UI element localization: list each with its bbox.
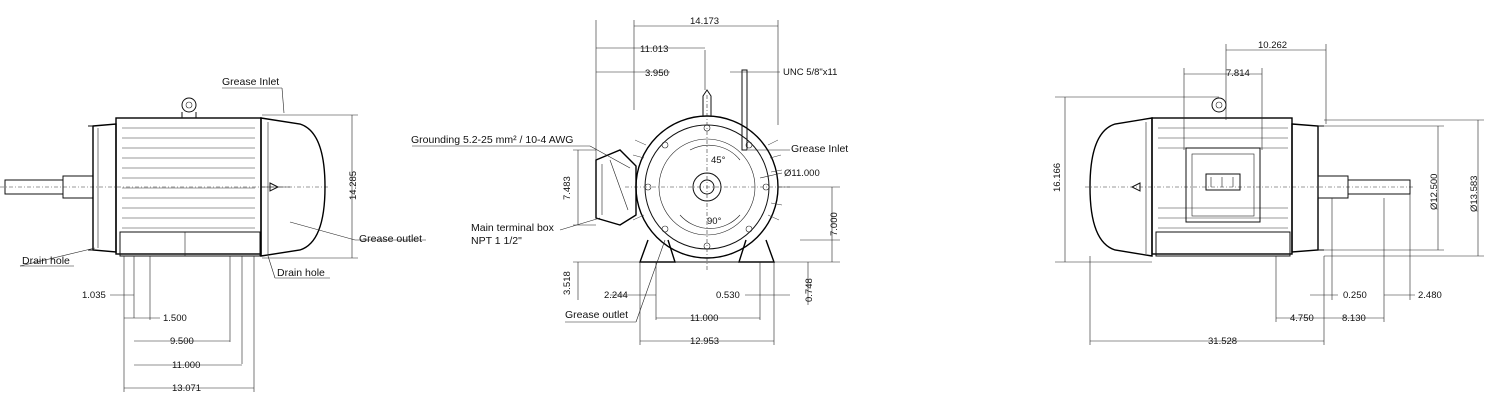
rear-shaft-a-dim: 0.250 (1343, 290, 1367, 301)
angle-90-label: 90° (707, 216, 722, 227)
lifting-eye-icon (181, 97, 197, 113)
rear-dia-outer-dim: Ø13.583 (1469, 176, 1480, 212)
front-right-height-dim: 7.000 (829, 212, 840, 236)
rear-left-height-dim: 16.166 (1052, 163, 1063, 192)
front-base-inner-dim: 11.000 (690, 313, 718, 324)
side-height-dim: 14.285 (348, 171, 359, 200)
angle-45-label: 45° (711, 155, 726, 166)
front-top-total-dim: 14.173 (690, 16, 719, 27)
rear-foot-a-dim: 4.750 (1290, 313, 1314, 324)
grease-outlet-label: Grease outlet (359, 233, 422, 245)
cooling-fins (122, 127, 255, 229)
rear-view: 10.262 7.814 16.166 Ø12.500 Ø13.583 0.25… (1052, 40, 1484, 347)
terminal-box-label-line1: Main terminal box (471, 222, 555, 234)
rear-foot-b-dim: 8.130 (1342, 313, 1366, 324)
grease-inlet-label: Grease Inlet (222, 76, 279, 88)
thread-label: UNC 5/8"x11 (783, 67, 837, 78)
front-top-small-dim: 3.950 (645, 68, 669, 79)
rear-total-length-dim: 31.528 (1208, 336, 1237, 347)
front-grease-outlet-label: Grease outlet (565, 309, 628, 321)
side-dim-3: 9.500 (170, 336, 194, 347)
terminal-box-label-line2: NPT 1 1/2" (471, 235, 522, 247)
side-dim-4: 11.000 (172, 360, 200, 371)
side-view: Grease Inlet Grease outlet Drain hole Dr… (0, 76, 426, 394)
front-right-small-dim: 0.748 (804, 278, 815, 302)
front-diameter-dim: Ø11.000 (784, 168, 820, 179)
front-foot-left-dim: 2.244 (604, 290, 628, 301)
rear-cooling-fins (1158, 127, 1288, 229)
side-dim-2: 1.500 (163, 313, 187, 324)
front-left-height-dim: 7.483 (562, 176, 573, 200)
weg-logo-icon (1205, 173, 1241, 191)
front-left-low-dim: 3.518 (562, 271, 573, 295)
rear-top-wide-dim: 10.262 (1258, 40, 1287, 51)
rear-lifting-eye-icon (1211, 97, 1227, 113)
front-view: 45° 90° 14.173 11.013 3.950 UNC 5/8"x11 … (411, 16, 848, 347)
front-foot-right-dim: 0.530 (716, 290, 740, 301)
radial-fins (632, 139, 783, 221)
side-dim-5: 13.071 (172, 383, 201, 394)
grounding-label: Grounding 5.2-25 mm² / 10-4 AWG (411, 134, 573, 146)
drain-hole-left-label: Drain hole (22, 255, 70, 267)
rear-shaft-b-dim: 2.480 (1418, 290, 1442, 301)
front-top-mid-dim: 11.013 (640, 44, 668, 55)
drain-hole-right-label: Drain hole (277, 267, 325, 279)
rear-top-narrow-dim: 7.814 (1226, 68, 1250, 79)
front-grease-inlet-label: Grease Inlet (791, 143, 848, 155)
front-base-outer-dim: 12.953 (690, 336, 719, 347)
rear-dia-inner-dim: Ø12.500 (1429, 174, 1440, 210)
side-dim-1: 1.035 (82, 290, 106, 301)
